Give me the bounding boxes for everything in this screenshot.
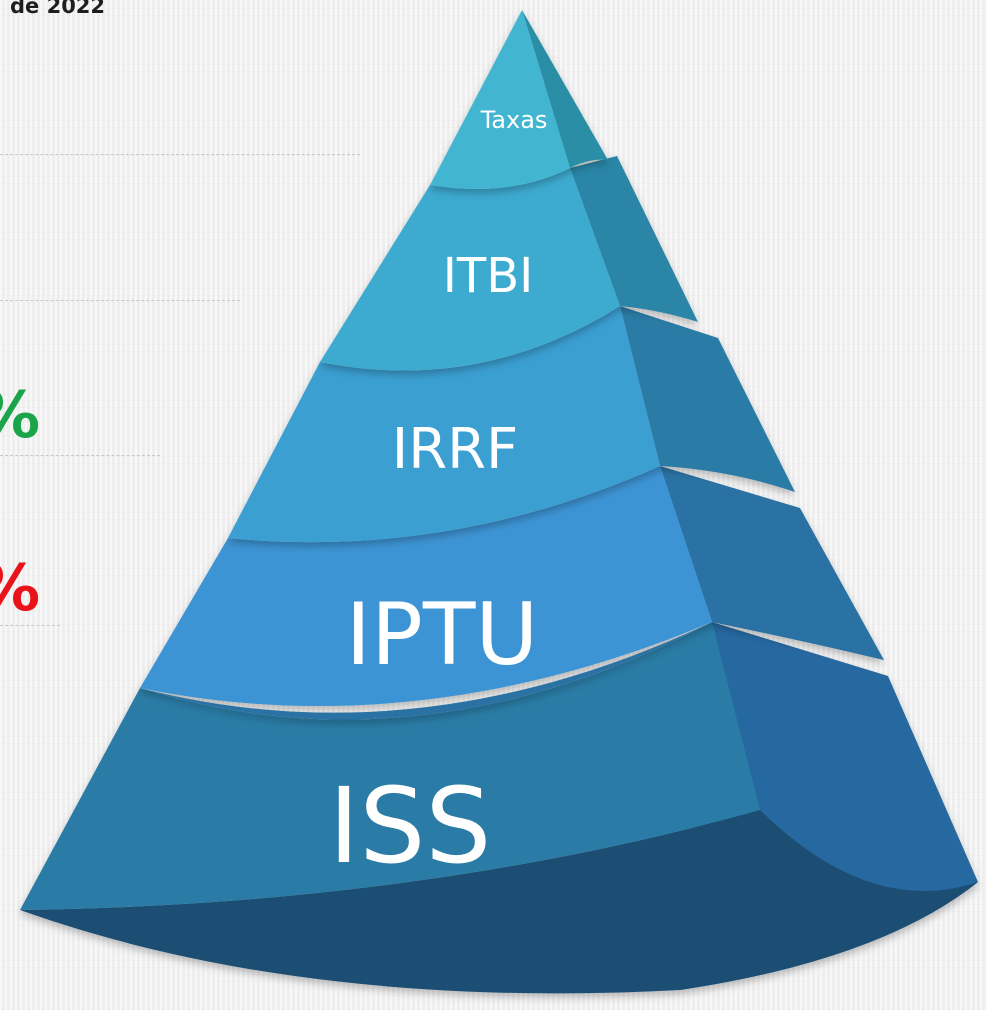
layer-label-iptu: IPTU bbox=[346, 585, 539, 685]
layer-label-taxas: Taxas bbox=[480, 106, 548, 134]
percent-indicator-red: % bbox=[0, 557, 40, 621]
divider-line bbox=[0, 154, 360, 155]
layer-front-iss bbox=[20, 622, 760, 910]
layer-side-irrf bbox=[620, 306, 795, 492]
partial-title: de 2022 bbox=[10, 0, 106, 18]
layer-front-iptu bbox=[140, 466, 712, 707]
pyramid-layer-iss bbox=[20, 622, 978, 994]
pyramid-layer-irrf bbox=[228, 306, 795, 543]
layer-side-iptu bbox=[660, 466, 884, 660]
layer-front-taxas bbox=[430, 10, 570, 189]
layer-front-itbi bbox=[320, 168, 620, 371]
layer-label-itbi: ITBI bbox=[443, 248, 534, 304]
pyramid-layer-itbi bbox=[320, 156, 698, 371]
layer-front-irrf bbox=[228, 306, 660, 543]
percent-indicator-green: % bbox=[0, 384, 40, 448]
layer-side-itbi bbox=[570, 156, 698, 322]
divider-line bbox=[0, 300, 240, 301]
layer-label-irrf: IRRF bbox=[392, 417, 519, 482]
divider-line bbox=[0, 455, 160, 456]
divider-line bbox=[0, 625, 60, 626]
layer-label-iss: ISS bbox=[329, 765, 492, 887]
layer-bottom-iss bbox=[20, 810, 978, 994]
layer-side-taxas bbox=[522, 10, 608, 168]
pyramid-layer-taxas bbox=[430, 10, 608, 189]
pyramid-layer-iptu bbox=[140, 466, 884, 720]
